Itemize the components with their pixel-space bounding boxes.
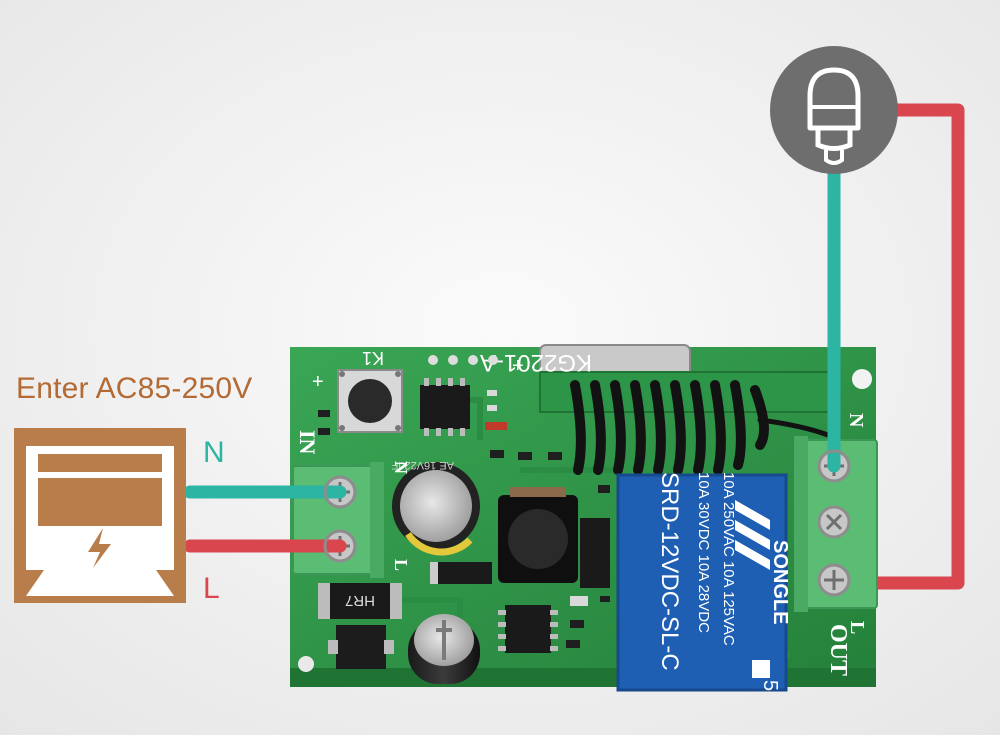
live-label: L — [203, 572, 220, 605]
regulator: HR7 — [318, 583, 402, 619]
relay-rating-line2: 10A 30VDC 10A 28VDC — [695, 472, 712, 633]
ic-chip — [420, 378, 470, 436]
ic-chip — [498, 605, 558, 653]
rf-module — [539, 371, 831, 413]
learn-button[interactable] — [337, 369, 403, 433]
board-model-label: KG2201-A — [480, 349, 592, 376]
light-bulb-icon — [770, 46, 898, 174]
relay-model: SRD-12VDC-SL-C — [656, 472, 683, 671]
antenna-coil — [570, 380, 831, 475]
bridge-rectifier — [328, 625, 394, 669]
mounting-hole — [852, 369, 872, 389]
relay-brand: SONGLE — [769, 540, 791, 624]
capacitor-large: AE 16V22uF — [391, 459, 480, 556]
capacitor-small — [408, 614, 480, 684]
relay: SONGLE 10A 250VAC 10A 125VAC 10A 30VDC 1… — [616, 472, 791, 692]
diode-band — [430, 562, 438, 584]
input-voltage-label: Enter AC85-250V — [16, 372, 253, 405]
relay-board: KG2201-A K1 + + — [290, 344, 878, 692]
output-live-wire — [835, 103, 965, 590]
input-l-mark: L — [391, 559, 411, 571]
mounting-hole — [298, 656, 314, 672]
input-terminal-label: IN — [295, 430, 320, 455]
input-n-mark: N — [391, 461, 411, 474]
neutral-label: N — [203, 436, 225, 469]
relay-mark — [752, 660, 770, 678]
relay-number: 5 — [759, 680, 781, 691]
diode — [580, 518, 610, 588]
diode — [430, 562, 492, 584]
plus-mark-2: + — [512, 355, 524, 377]
relay-rating-line1: 10A 250VAC 10A 125VAC — [720, 472, 737, 646]
output-l-mark: L — [846, 621, 868, 634]
pcb-edge — [290, 668, 876, 687]
smd-components — [318, 355, 610, 648]
capacitor-label: AE 16V22uF — [391, 459, 454, 471]
pcb-traces — [360, 397, 790, 658]
output-n-mark: N — [845, 413, 867, 428]
plus-mark: + — [312, 371, 324, 393]
regulator-label: HR7 — [345, 592, 375, 609]
button-label: K1 — [362, 348, 384, 368]
output-terminal-label: OUT — [825, 624, 851, 676]
lightning-icon — [88, 528, 111, 568]
songle-logo-icon — [735, 500, 770, 570]
power-source-icon — [14, 428, 186, 603]
inductor — [498, 487, 578, 583]
